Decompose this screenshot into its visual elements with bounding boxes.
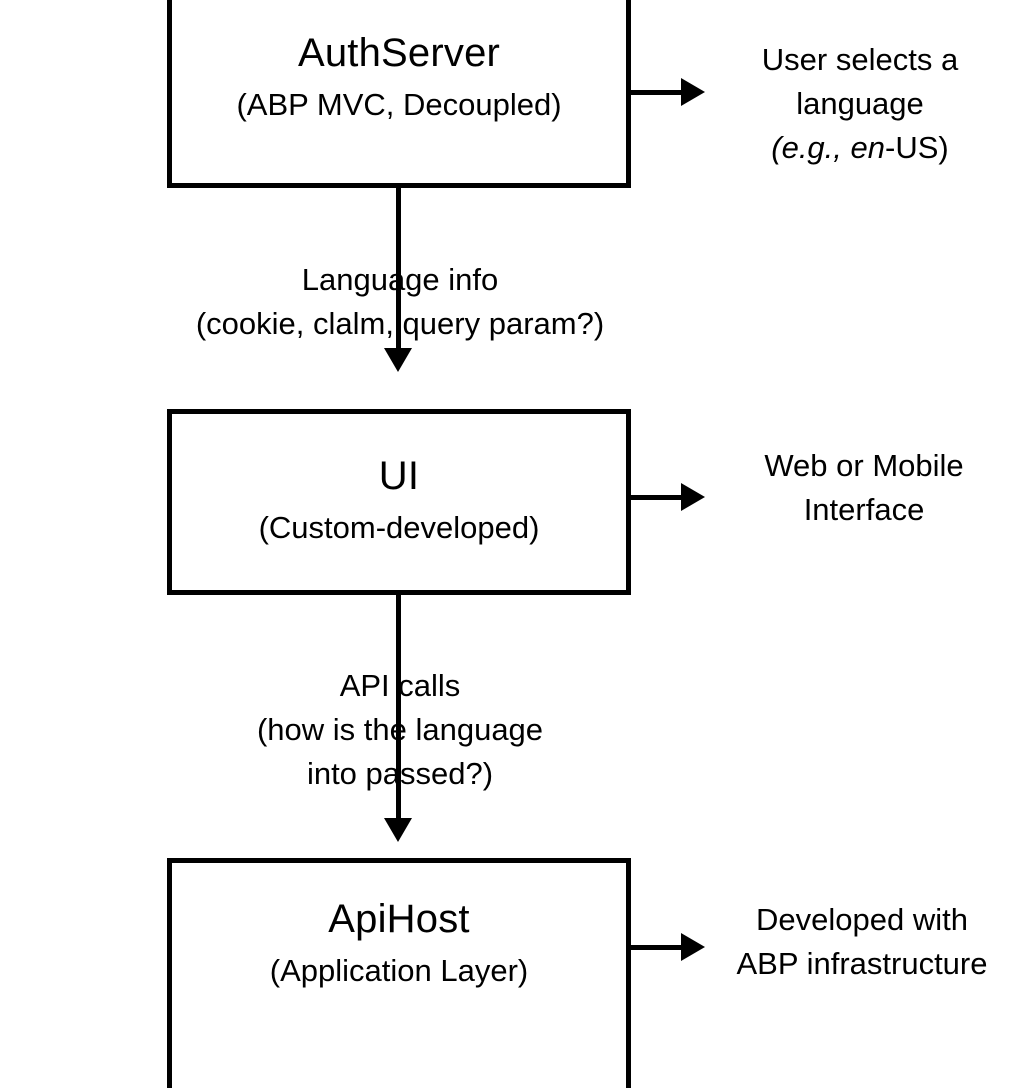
side-label-line-3: (e.g., en-US) <box>700 126 1020 170</box>
connector-authserver-note <box>631 90 683 95</box>
node-ui[interactable]: UI (Custom-developed) <box>167 409 631 595</box>
side-label-line-1: User selects a <box>761 42 959 77</box>
side-label-apihost-note: Developed with ABP infrastructure <box>690 898 1024 986</box>
side-label-authserver-note: User selects a language (e.g., en-US) <box>700 38 1020 170</box>
edge-label-ui-to-apihost: API calls (how is the language into pass… <box>150 664 650 796</box>
side-label-example-prefix: e.g., <box>781 130 842 166</box>
node-apihost-subtitle: (Application Layer) <box>269 952 529 988</box>
edge-label-line-1: API calls <box>339 668 461 703</box>
side-label-locale-suffix: -US) <box>885 130 949 166</box>
node-authserver[interactable]: AuthServer (ABP MVC, Decoupled) <box>167 0 631 188</box>
node-ui-title: UI <box>378 454 420 499</box>
arrowhead-right-icon <box>681 78 705 106</box>
edge-label-line-3: into passed?) <box>306 756 494 792</box>
side-label-locale-code: en <box>850 130 886 166</box>
arrowhead-down-icon <box>384 818 412 842</box>
node-ui-subtitle: (Custom-developed) <box>258 510 540 546</box>
connector-apihost-note <box>631 945 683 950</box>
side-label-example-paren: ( <box>771 130 782 166</box>
side-label-line-1: Web or Mobile <box>764 448 964 483</box>
flowchart-canvas: AuthServer (ABP MVC, Decoupled) UI (Cust… <box>120 0 1024 1088</box>
node-authserver-subtitle: (ABP MVC, Decoupled) <box>236 87 562 123</box>
edge-label-authserver-to-ui: Language info (cookie, clalm, query para… <box>120 258 680 346</box>
node-apihost-title: ApiHost <box>328 897 470 941</box>
side-label-line-2: ABP infrastructure <box>736 946 988 982</box>
side-label-line-1: Developed with <box>756 902 968 937</box>
node-apihost[interactable]: ApiHost (Application Layer) <box>167 858 631 1088</box>
edge-label-line-2: (cookie, clalm, query param?) <box>195 306 605 342</box>
arrowhead-down-icon <box>384 348 412 372</box>
arrowhead-right-icon <box>681 483 705 511</box>
side-label-line-2: language <box>796 86 924 122</box>
edge-label-line-1: Language info <box>301 262 499 297</box>
node-authserver-title: AuthServer <box>297 31 501 76</box>
connector-ui-to-apihost <box>396 594 401 820</box>
edge-label-line-2: (how is the language <box>256 712 544 748</box>
connector-ui-note <box>631 495 683 500</box>
arrowhead-right-icon <box>681 933 705 961</box>
side-label-line-2: Interface <box>803 492 925 528</box>
side-label-ui-note: Web or Mobile Interface <box>714 444 1014 532</box>
connector-authserver-to-ui <box>396 188 401 350</box>
